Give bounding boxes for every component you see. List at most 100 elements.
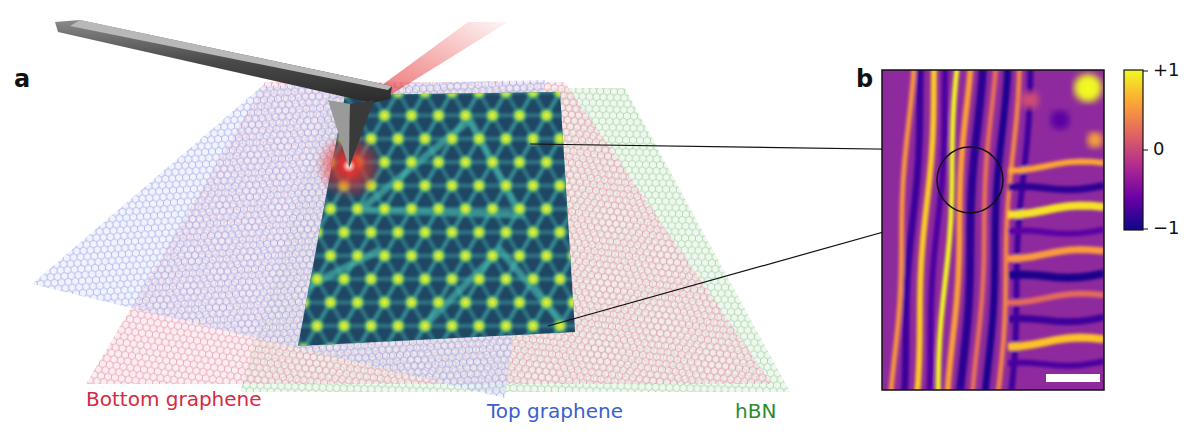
map-frame bbox=[882, 70, 1104, 390]
moire-line bbox=[587, 184, 614, 188]
moire-spot bbox=[551, 317, 569, 335]
moire-spot bbox=[538, 293, 556, 311]
moire-line bbox=[290, 256, 304, 279]
moire-spot bbox=[443, 223, 461, 241]
moire-line bbox=[290, 162, 304, 185]
moire-line bbox=[587, 256, 601, 279]
moire-line bbox=[601, 254, 628, 258]
moire-spot bbox=[389, 177, 407, 195]
moire-line bbox=[317, 92, 331, 115]
moire-spot bbox=[592, 106, 610, 124]
moire-spot bbox=[403, 340, 421, 358]
moire-spot bbox=[457, 106, 475, 124]
moire-line bbox=[331, 347, 358, 351]
moire-spot bbox=[430, 153, 448, 171]
moire-spot bbox=[565, 153, 583, 171]
fringe bbox=[1008, 273, 1104, 277]
moire-spot bbox=[619, 340, 637, 358]
moire-spot bbox=[538, 340, 556, 358]
moire-spot bbox=[592, 200, 610, 218]
moire-line bbox=[574, 92, 588, 115]
moire-spot bbox=[592, 247, 610, 265]
moire-spot bbox=[470, 177, 488, 195]
moire-spot bbox=[308, 270, 326, 288]
moire-line bbox=[304, 139, 318, 162]
afm-tip bbox=[328, 100, 350, 168]
moire-line bbox=[587, 326, 601, 349]
moire-line bbox=[614, 279, 628, 302]
moire-line bbox=[574, 347, 601, 351]
colorbar-tick: +1 bbox=[1153, 60, 1180, 80]
moire-spot bbox=[295, 247, 313, 265]
moire-line bbox=[574, 162, 588, 185]
fringe bbox=[1008, 229, 1104, 233]
moire-spot bbox=[416, 223, 434, 241]
moire-line bbox=[290, 302, 304, 325]
moire-spot bbox=[565, 106, 583, 124]
moire-spot bbox=[578, 317, 596, 335]
moire-line bbox=[574, 326, 588, 349]
moire-line bbox=[304, 186, 318, 209]
moire-line bbox=[601, 186, 615, 209]
moire-line bbox=[290, 92, 304, 115]
moire-line bbox=[290, 209, 304, 232]
moire-spot bbox=[403, 106, 421, 124]
moire-spot bbox=[362, 317, 380, 335]
moire-line bbox=[574, 115, 588, 138]
panel-letter: b bbox=[856, 66, 873, 92]
moire-line bbox=[290, 279, 304, 302]
moire-spot bbox=[335, 317, 353, 335]
moire-spot bbox=[497, 270, 515, 288]
moire-spot bbox=[430, 106, 448, 124]
moire-spot bbox=[484, 200, 502, 218]
moire-spot bbox=[349, 200, 367, 218]
moire-line bbox=[587, 209, 601, 232]
moire-pattern bbox=[281, 83, 637, 358]
fringe bbox=[1008, 361, 1104, 366]
moire-line bbox=[614, 115, 628, 138]
moire-line bbox=[290, 115, 304, 138]
moire-line bbox=[601, 209, 615, 232]
moire-line bbox=[601, 139, 615, 162]
moire-line bbox=[614, 326, 628, 349]
moire-spot bbox=[538, 106, 556, 124]
fringe bbox=[1008, 205, 1104, 214]
moire-spot bbox=[565, 200, 583, 218]
moire-spot bbox=[592, 153, 610, 171]
layer-label: Bottom graphene bbox=[86, 388, 262, 410]
moire-line bbox=[290, 162, 304, 185]
moire-line bbox=[560, 137, 587, 141]
moire-spot bbox=[457, 340, 475, 358]
moire-line bbox=[601, 232, 615, 255]
moire-spot bbox=[484, 247, 502, 265]
moire-line bbox=[587, 324, 614, 328]
moire-line bbox=[290, 232, 304, 255]
moire-line bbox=[614, 209, 628, 232]
moire-spot bbox=[403, 247, 421, 265]
moire-line bbox=[574, 300, 601, 304]
moire-spot bbox=[605, 223, 623, 241]
moire-line bbox=[614, 139, 628, 162]
moire-spot bbox=[457, 293, 475, 311]
moire-line bbox=[574, 254, 601, 258]
moire-spot bbox=[335, 270, 353, 288]
moire-spot bbox=[551, 177, 569, 195]
moire-line bbox=[290, 115, 304, 138]
moire-spot bbox=[619, 153, 637, 171]
colorbar-tick: −1 bbox=[1153, 218, 1180, 238]
moire-spot bbox=[511, 106, 529, 124]
moire-spot bbox=[484, 106, 502, 124]
moire-spot bbox=[619, 247, 637, 265]
moire-spot bbox=[362, 270, 380, 288]
moire-line bbox=[587, 232, 601, 255]
signal-blob bbox=[1021, 91, 1039, 109]
moire-line bbox=[587, 115, 601, 138]
moire-line bbox=[601, 302, 615, 325]
moire-spot bbox=[430, 293, 448, 311]
moire-line bbox=[574, 279, 588, 302]
fringe bbox=[1008, 338, 1104, 347]
tick bbox=[1143, 229, 1148, 230]
tick bbox=[1143, 150, 1148, 151]
moire-line bbox=[601, 326, 615, 349]
